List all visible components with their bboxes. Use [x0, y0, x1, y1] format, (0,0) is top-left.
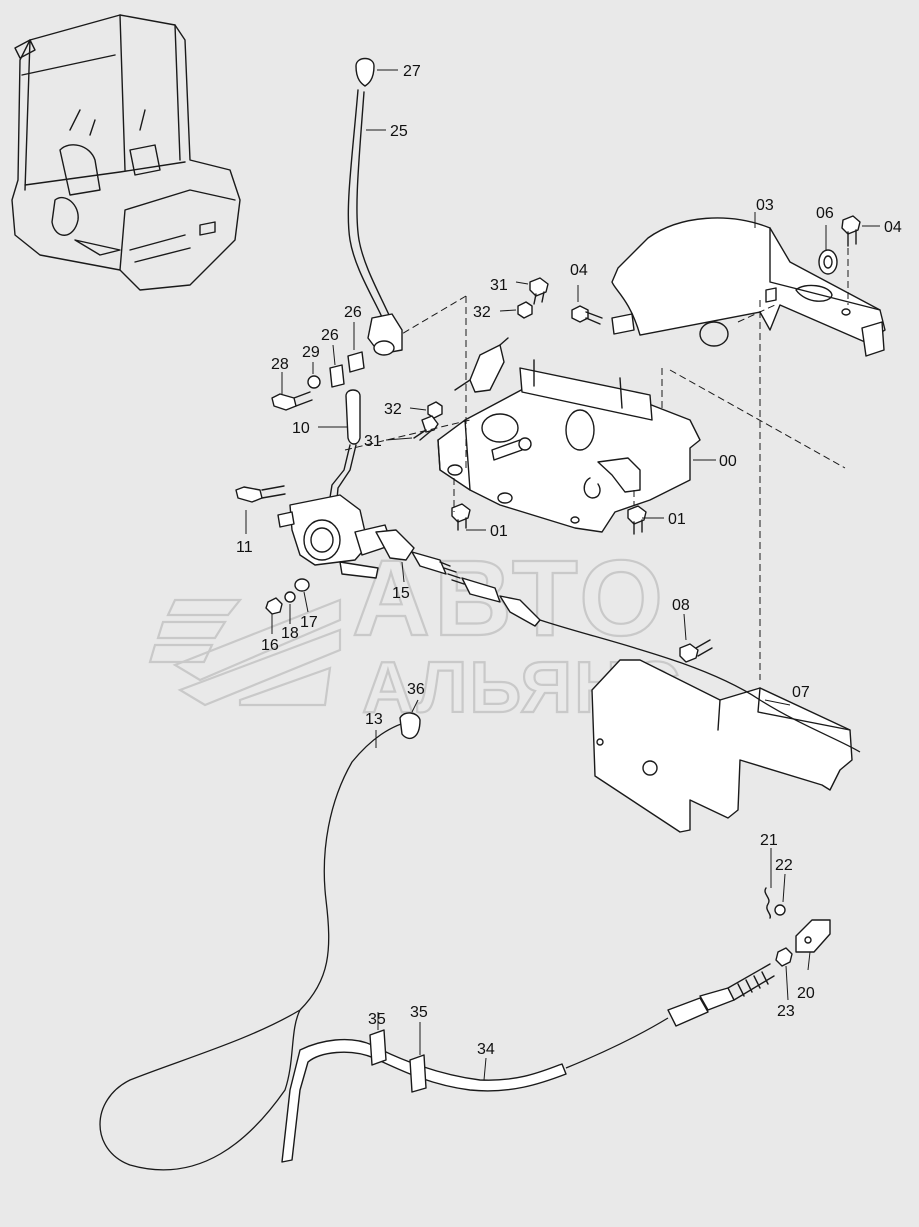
lower-plate	[591, 659, 853, 833]
callout-04-right: 04	[884, 219, 902, 236]
callout-20: 20	[797, 985, 815, 1002]
callout-36: 36	[407, 681, 425, 698]
callout-35-left: 35	[368, 1011, 386, 1028]
throttle-cable	[99, 551, 861, 1171]
callout-16: 16	[261, 637, 279, 654]
callout-25: 25	[390, 123, 408, 140]
reference-lines	[344, 248, 849, 680]
lever-knob	[355, 57, 375, 87]
callout-04-left: 04	[570, 262, 588, 279]
bushings-and-bolt	[271, 351, 365, 411]
callout-26-upper: 26	[344, 304, 362, 321]
callout-10: 10	[292, 420, 310, 437]
callout-28: 28	[271, 356, 289, 373]
callout-00: 00	[719, 453, 737, 470]
callout-18: 18	[281, 625, 299, 642]
callout-13: 13	[365, 711, 383, 728]
callout-15: 15	[392, 585, 410, 602]
upper-cover	[611, 217, 886, 357]
lever-stop-bracket	[454, 337, 509, 393]
callout-08: 08	[672, 597, 690, 614]
callout-17: 17	[300, 614, 318, 631]
callout-labels: 27 25 03 06 04 04 31 32 26 26 29 28 32 1…	[236, 63, 902, 1058]
callout-21: 21	[760, 832, 778, 849]
fasteners	[413, 277, 713, 663]
callout-35-right: 35	[410, 1004, 428, 1021]
callout-32-lower: 32	[384, 401, 402, 418]
control-lever	[347, 57, 403, 356]
callout-23: 23	[777, 1003, 795, 1020]
leader-lines	[245, 69, 880, 1081]
callout-29: 29	[302, 344, 320, 361]
callout-22: 22	[775, 857, 793, 874]
callout-32-top: 32	[473, 304, 491, 321]
excavator-thumbnail	[11, 14, 241, 291]
callout-01-right: 01	[668, 511, 686, 528]
throttle-valve-assembly	[235, 389, 415, 615]
callout-26-lower: 26	[321, 327, 339, 344]
callout-03: 03	[756, 197, 774, 214]
callout-34: 34	[477, 1041, 495, 1058]
callout-07: 07	[792, 684, 810, 701]
callout-01-left: 01	[490, 523, 508, 540]
callout-31-top: 31	[490, 277, 508, 294]
callout-31-lower: 31	[364, 433, 382, 450]
callout-27: 27	[403, 63, 421, 80]
callout-06: 06	[816, 205, 834, 222]
cover-hardware	[571, 215, 861, 325]
callout-11: 11	[236, 539, 253, 556]
watermark-logo-icon	[148, 598, 342, 707]
